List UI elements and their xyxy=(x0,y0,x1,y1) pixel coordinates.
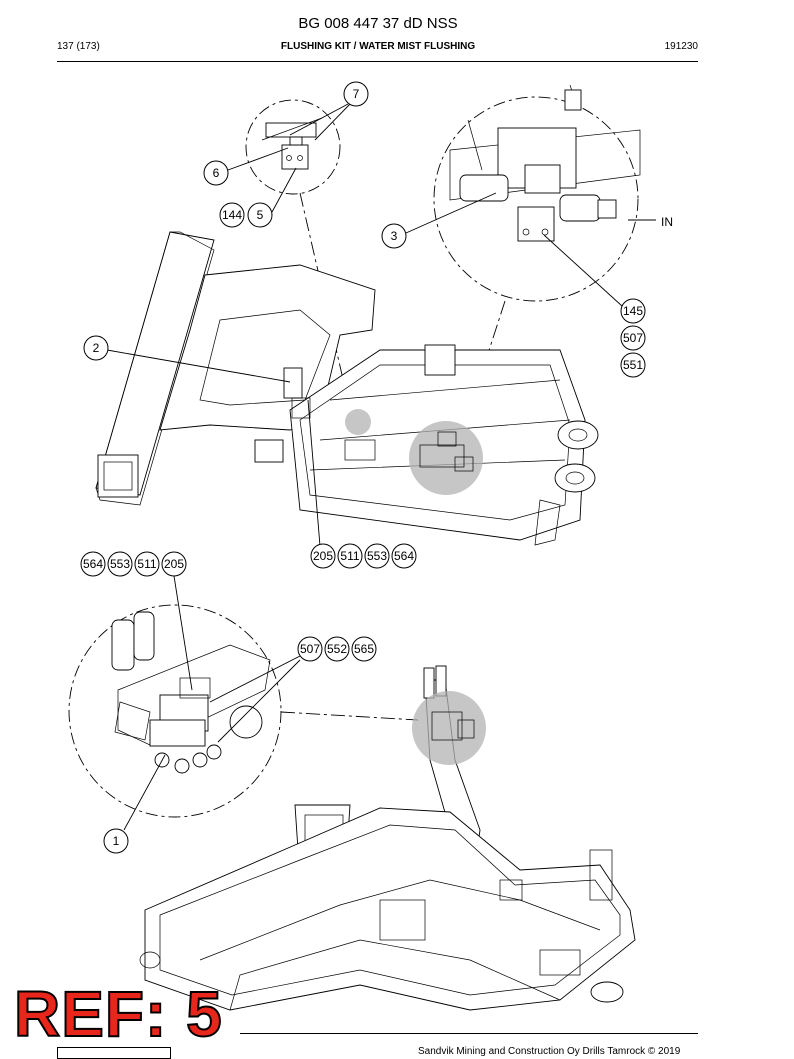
callout-565: 565 xyxy=(351,636,377,662)
svg-text:144: 144 xyxy=(222,208,242,222)
highlight-upper-large xyxy=(409,421,483,495)
callout-553-upper: 553 xyxy=(364,543,390,569)
svg-text:564: 564 xyxy=(83,557,103,571)
detail-circle-bottom-left xyxy=(68,604,282,818)
callout-551: 551 xyxy=(620,352,646,378)
callout-145: 145 xyxy=(620,298,646,324)
callout-144: 144 xyxy=(219,202,245,228)
section-title: FLUSHING KIT / WATER MIST FLUSHING xyxy=(280,41,476,52)
callout-205-lower: 205 xyxy=(161,551,187,577)
svg-text:507: 507 xyxy=(300,642,320,656)
callout-511-lower: 511 xyxy=(134,551,160,577)
callout-507-upper: 507 xyxy=(620,325,646,351)
callout-553-lower: 553 xyxy=(107,551,133,577)
detail-manifold-assembly xyxy=(111,611,271,774)
svg-text:565: 565 xyxy=(354,642,374,656)
svg-text:551: 551 xyxy=(623,358,643,372)
leader-lines xyxy=(106,101,656,831)
svg-text:6: 6 xyxy=(213,166,220,180)
footer-copyright: Sandvik Mining and Construction Oy Drill… xyxy=(418,1046,681,1057)
highlight-upper-small xyxy=(345,409,371,435)
svg-text:553: 553 xyxy=(367,549,387,563)
svg-text:205: 205 xyxy=(313,549,333,563)
detail-valve-assembly xyxy=(261,117,323,170)
callout-1: 1 xyxy=(103,828,129,854)
highlight-lower-parts xyxy=(431,711,475,741)
svg-text:5: 5 xyxy=(257,208,264,222)
callout-2: 2 xyxy=(83,335,109,361)
detail-circle-top-right xyxy=(433,96,639,302)
callout-205-upper: 205 xyxy=(310,543,336,569)
svg-text:511: 511 xyxy=(137,557,156,571)
svg-text:507: 507 xyxy=(623,331,643,345)
document-number: BG 008 447 37 dD NSS xyxy=(298,15,458,32)
highlight-lower xyxy=(412,691,486,765)
lower-frame-assembly xyxy=(139,665,636,1011)
callout-6: 6 xyxy=(203,160,229,186)
document-date: 191230 xyxy=(664,41,698,52)
highlight-upper-parts xyxy=(419,431,474,472)
upper-frame-assembly xyxy=(95,231,599,546)
callout-3: 3 xyxy=(381,223,407,249)
svg-text:205: 205 xyxy=(164,557,184,571)
callout-564-lower: 564 xyxy=(80,551,106,577)
svg-text:3: 3 xyxy=(391,229,398,243)
svg-text:1: 1 xyxy=(113,834,120,848)
callout-511-upper: 511 xyxy=(337,543,363,569)
header-rule xyxy=(57,61,698,62)
svg-text:553: 553 xyxy=(110,557,130,571)
ref-stamp: REF: 5 xyxy=(13,978,223,1050)
detail-circle-top-left xyxy=(245,99,341,195)
callout-7: 7 xyxy=(343,81,369,107)
callout-552: 552 xyxy=(324,636,350,662)
detail-filter-assembly xyxy=(449,84,641,242)
footer-rule xyxy=(240,1033,698,1034)
inlet-label: IN xyxy=(661,215,673,229)
callout-5: 5 xyxy=(247,202,273,228)
page-number: 137 (173) xyxy=(57,41,100,52)
callout-564-upper: 564 xyxy=(391,543,417,569)
svg-text:145: 145 xyxy=(623,304,643,318)
svg-text:2: 2 xyxy=(93,341,100,355)
svg-text:564: 564 xyxy=(394,549,414,563)
svg-text:511: 511 xyxy=(340,549,359,563)
callout-507-lower: 507 xyxy=(297,636,323,662)
svg-text:7: 7 xyxy=(353,87,360,101)
svg-text:552: 552 xyxy=(327,642,347,656)
